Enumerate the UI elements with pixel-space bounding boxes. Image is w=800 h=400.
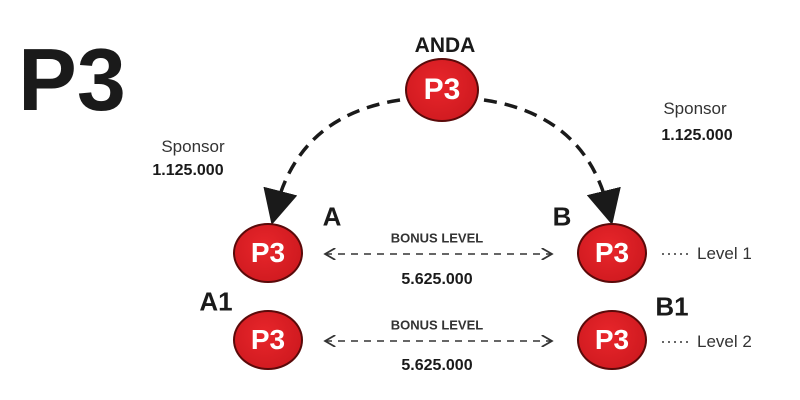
node-a1-label: A1: [199, 286, 233, 317]
sponsor-right-amount: 1.125.000: [661, 127, 733, 144]
top-node: P3: [405, 58, 479, 122]
sponsor-right-label: Sponsor: [663, 99, 727, 118]
bonus-label-level2: BONUS LEVEL: [390, 317, 484, 333]
top-node-label: ANDA: [414, 34, 476, 57]
sponsor-left-amount: 1.125.000: [152, 162, 224, 179]
bonus-amount-level2: 5.625.000: [401, 357, 473, 374]
bonus-amount-level1: 5.625.000: [401, 271, 473, 288]
sponsor-arrow-right: [483, 98, 621, 225]
node-b1: P3: [577, 310, 647, 370]
level1-text: Level 1: [697, 244, 752, 263]
node-a: P3: [233, 223, 303, 283]
sponsor-left-label: Sponsor: [161, 137, 225, 156]
page-title: P3: [18, 30, 126, 129]
bonus-label-level1: BONUS LEVEL: [390, 230, 484, 246]
node-b-label: B: [552, 201, 572, 232]
level2-text: Level 2: [697, 332, 752, 351]
sponsor-arrow-left: [263, 98, 401, 225]
node-b1-label: B1: [655, 291, 689, 322]
node-a-label: A: [322, 201, 342, 232]
node-a1: P3: [233, 310, 303, 370]
node-b: P3: [577, 223, 647, 283]
